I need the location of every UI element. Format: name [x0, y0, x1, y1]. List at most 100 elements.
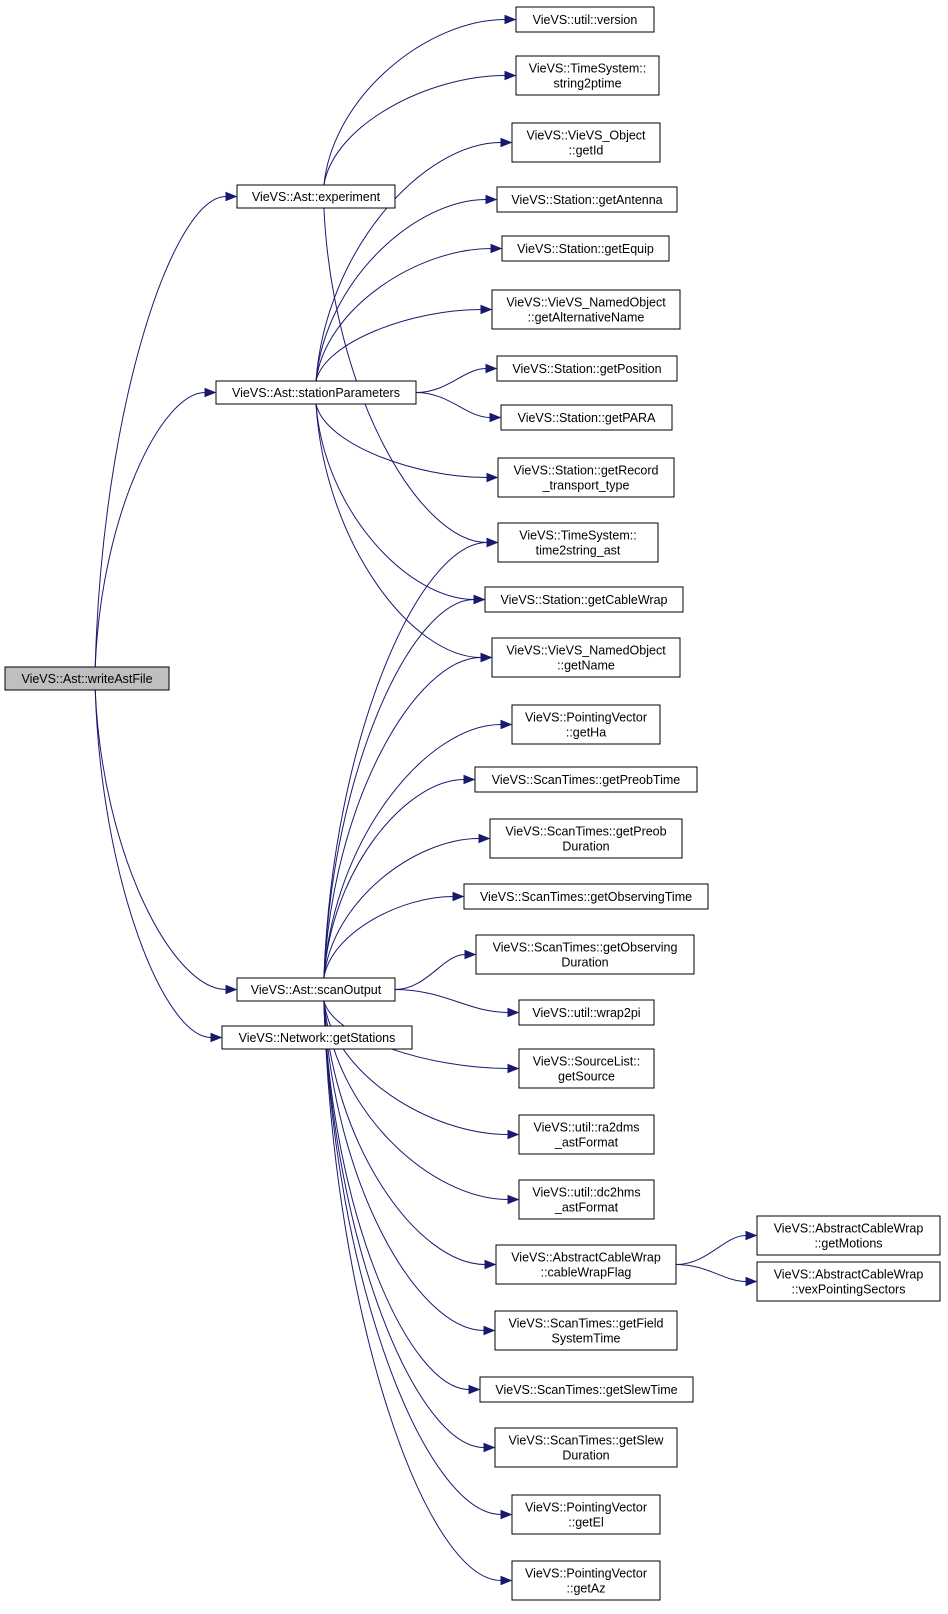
node-label-getRecord-1: _transport_type — [542, 479, 630, 493]
edge-writeAstFile-to-getStations — [94, 689, 212, 1038]
node-box-getPreobTime — [474, 766, 698, 793]
node-getEquip[interactable]: VieVS::Station::getEquip — [501, 235, 670, 262]
arrowhead-scanOutput-to-getObservingTime — [452, 891, 465, 902]
arrowhead-stationParameters-to-getEquip — [490, 243, 503, 254]
node-box-getPARA — [500, 404, 673, 431]
node-label-getName-1: ::getName — [557, 659, 615, 673]
node-label-getPreobDuration-0: VieVS::ScanTimes::getPreob — [505, 825, 666, 839]
node-label-getStations-0: VieVS::Network::getStations — [239, 1031, 396, 1045]
node-getEl[interactable]: VieVS::PointingVector::getEl — [511, 1494, 661, 1535]
edge-stationParameters-to-getPARA — [415, 392, 491, 418]
arrowhead-stationParameters-to-getAntenna — [485, 194, 498, 205]
node-scanOutput[interactable]: VieVS::Ast::scanOutput — [236, 977, 396, 1002]
node-label-cableWrapFlag-0: VieVS::AbstractCableWrap — [511, 1251, 661, 1265]
node-string2ptime[interactable]: VieVS::TimeSystem::string2ptime — [515, 55, 660, 96]
edges-layer — [94, 14, 758, 1586]
arrowhead-scanOutput-to-wrap2pi — [507, 1007, 520, 1018]
arrowhead-experiment-to-version — [504, 14, 517, 25]
node-box-getHa — [511, 704, 661, 745]
node-label-scanOutput-0: VieVS::Ast::scanOutput — [251, 983, 382, 997]
node-experiment[interactable]: VieVS::Ast::experiment — [236, 184, 396, 209]
node-label-getObservingDuration-1: Duration — [561, 956, 608, 970]
node-getAlternativeName[interactable]: VieVS::VieVS_NamedObject::getAlternative… — [491, 289, 681, 330]
arrowhead-scanOutput-to-getCableWrap — [473, 594, 486, 605]
arrowhead-scanOutput-to-getPreobTime — [463, 774, 476, 785]
arrowhead-writeAstFile-to-getStations — [210, 1032, 223, 1043]
node-vexPointingSectors[interactable]: VieVS::AbstractCableWrap::vexPointingSec… — [756, 1261, 941, 1302]
node-box-string2ptime — [515, 55, 660, 96]
node-box-cableWrapFlag — [495, 1244, 677, 1285]
node-box-getMotions — [756, 1215, 941, 1256]
arrowhead-stationParameters-to-getPosition — [485, 363, 498, 374]
node-label-getRecord-0: VieVS::Station::getRecord — [514, 464, 659, 478]
arrowhead-scanOutput-to-ra2dms — [507, 1129, 520, 1140]
node-ra2dms[interactable]: VieVS::util::ra2dms_astFormat — [518, 1114, 655, 1155]
edge-stationParameters-to-getAntenna — [315, 199, 487, 382]
node-box-dc2hms — [518, 1179, 655, 1220]
edge-scanOutput-to-getAz — [323, 1000, 502, 1581]
node-getStations[interactable]: VieVS::Network::getStations — [221, 1025, 413, 1050]
node-getCableWrap[interactable]: VieVS::Station::getCableWrap — [484, 586, 684, 613]
arrowhead-scanOutput-to-getHa — [500, 719, 513, 730]
node-label-writeAstFile-0: VieVS::Ast::writeAstFile — [21, 672, 152, 686]
node-stationParameters[interactable]: VieVS::Ast::stationParameters — [215, 380, 417, 405]
node-label-getSlewDuration-0: VieVS::ScanTimes::getSlew — [509, 1434, 665, 1448]
node-label-getCableWrap-0: VieVS::Station::getCableWrap — [501, 593, 668, 607]
node-cableWrapFlag[interactable]: VieVS::AbstractCableWrap::cableWrapFlag — [495, 1244, 677, 1285]
node-getMotions[interactable]: VieVS::AbstractCableWrap::getMotions — [756, 1215, 941, 1256]
node-getSource[interactable]: VieVS::SourceList::getSource — [518, 1048, 655, 1089]
node-label-getAz-1: ::getAz — [567, 1582, 606, 1596]
edge-stationParameters-to-getId — [315, 142, 502, 382]
node-dc2hms[interactable]: VieVS::util::dc2hms_astFormat — [518, 1179, 655, 1220]
node-label-getFieldSystemTime-0: VieVS::ScanTimes::getField — [509, 1317, 664, 1331]
node-getName[interactable]: VieVS::VieVS_NamedObject::getName — [491, 637, 681, 678]
node-box-getPosition — [496, 355, 678, 382]
node-writeAstFile[interactable]: VieVS::Ast::writeAstFile — [4, 666, 170, 691]
node-getHa[interactable]: VieVS::PointingVector::getHa — [511, 704, 661, 745]
node-label-getPosition-0: VieVS::Station::getPosition — [512, 362, 661, 376]
node-getId[interactable]: VieVS::VieVS_Object::getId — [511, 122, 661, 163]
node-label-time2string-0: VieVS::TimeSystem:: — [519, 529, 636, 543]
node-getAntenna[interactable]: VieVS::Station::getAntenna — [496, 186, 678, 213]
arrowhead-scanOutput-to-getEl — [500, 1509, 513, 1520]
node-box-getSlewTime — [479, 1376, 694, 1403]
node-getObservingTime[interactable]: VieVS::ScanTimes::getObservingTime — [463, 883, 709, 910]
edge-scanOutput-to-getPreobTime — [323, 779, 465, 979]
node-label-stationParameters-0: VieVS::Ast::stationParameters — [232, 386, 400, 400]
edge-stationParameters-to-getPosition — [415, 368, 487, 393]
arrowhead-scanOutput-to-getName — [480, 652, 493, 663]
node-wrap2pi[interactable]: VieVS::util::wrap2pi — [518, 999, 655, 1026]
node-box-version — [515, 6, 655, 33]
node-label-string2ptime-1: string2ptime — [553, 77, 621, 91]
node-label-getSlewDuration-1: Duration — [562, 1449, 609, 1463]
node-label-getAlternativeName-1: ::getAlternativeName — [528, 311, 645, 325]
node-box-scanOutput — [236, 977, 396, 1002]
node-label-getSource-0: VieVS::SourceList:: — [533, 1055, 640, 1069]
edge-writeAstFile-to-scanOutput — [94, 689, 227, 990]
edge-scanOutput-to-cableWrapFlag — [323, 1000, 486, 1265]
edge-experiment-to-version — [323, 19, 506, 186]
node-label-getAlternativeName-0: VieVS::VieVS_NamedObject — [506, 296, 666, 310]
edge-cableWrapFlag-to-getMotions — [675, 1235, 747, 1265]
node-version[interactable]: VieVS::util::version — [515, 6, 655, 33]
edge-scanOutput-to-getCableWrap — [323, 599, 475, 979]
node-box-getPreobDuration — [489, 818, 683, 859]
node-time2string[interactable]: VieVS::TimeSystem::time2string_ast — [497, 522, 659, 563]
node-getRecord[interactable]: VieVS::Station::getRecord_transport_type — [497, 457, 675, 498]
node-getPreobTime[interactable]: VieVS::ScanTimes::getPreobTime — [474, 766, 698, 793]
node-label-getSlewTime-0: VieVS::ScanTimes::getSlewTime — [495, 1383, 677, 1397]
edge-writeAstFile-to-experiment — [94, 196, 227, 668]
edge-scanOutput-to-getName — [323, 657, 482, 979]
node-getPARA[interactable]: VieVS::Station::getPARA — [500, 404, 673, 431]
node-getAz[interactable]: VieVS::PointingVector::getAz — [511, 1560, 661, 1601]
node-label-getMotions-1: ::getMotions — [814, 1237, 882, 1251]
node-getPosition[interactable]: VieVS::Station::getPosition — [496, 355, 678, 382]
node-box-getId — [511, 122, 661, 163]
node-box-getName — [491, 637, 681, 678]
edge-scanOutput-to-getPreobDuration — [323, 838, 480, 979]
node-getSlewTime[interactable]: VieVS::ScanTimes::getSlewTime — [479, 1376, 694, 1403]
